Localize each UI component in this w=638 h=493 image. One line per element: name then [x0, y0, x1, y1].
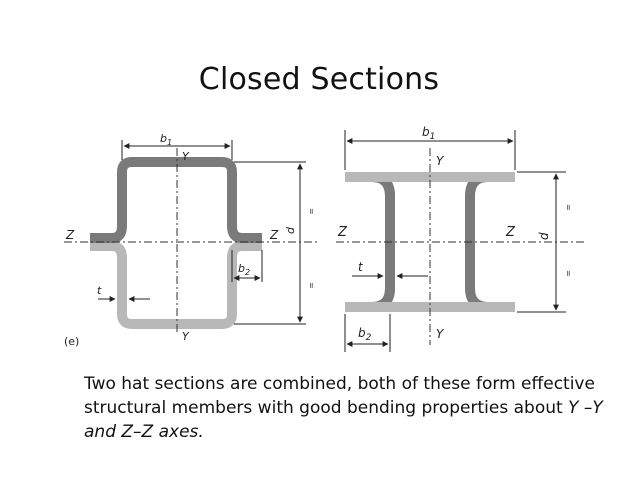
caption-body: Two hat sections are combined, both of t… — [84, 374, 595, 418]
left-t-label: t — [97, 284, 102, 297]
left-b1-label: b1 — [160, 132, 172, 147]
left-y-axis-label-bottom: Y — [182, 330, 190, 343]
right-right-channel-lower — [465, 238, 515, 312]
caption-text: Two hat sections are combined, both of t… — [84, 372, 604, 444]
caption-joiner: and — [84, 422, 122, 442]
left-y-axis-label-top: Y — [182, 150, 190, 163]
right-b1-label: b1 — [422, 125, 435, 142]
right-channel-section-figure: b1 Y Y Z Z d = = t b2 — [336, 125, 586, 352]
left-lower-hat-section — [90, 241, 262, 329]
left-d-label: d — [284, 226, 297, 234]
caption-axis-y: Y –Y — [568, 398, 603, 418]
right-z-axis-label-left: Z — [337, 225, 348, 240]
slide-title: Closed Sections — [198, 62, 440, 97]
left-z-axis-label-right: Z — [269, 228, 279, 242]
left-equal-mark-bottom: = — [307, 282, 316, 289]
right-y-axis-label-top: Y — [436, 154, 445, 168]
left-b2-label: b2 — [238, 262, 250, 277]
left-upper-hat-section — [90, 157, 262, 243]
right-t-label: t — [358, 260, 364, 274]
right-left-channel-lower — [345, 238, 395, 312]
right-d-label: d — [537, 232, 551, 240]
right-y-axis-label-bottom: Y — [436, 327, 445, 341]
left-equal-mark-top: = — [307, 208, 316, 215]
caption-axis-z: Z–Z axes. — [121, 422, 204, 442]
right-equal-mark-bottom: = — [564, 270, 573, 277]
right-left-channel-upper — [345, 172, 395, 246]
left-z-axis-label-left: Z — [65, 228, 75, 242]
right-equal-mark-top: = — [564, 204, 573, 211]
right-z-axis-label-right: Z — [505, 225, 516, 240]
left-hat-section-figure: b1 Y Y Z Z d = = b2 t (e) — [64, 132, 318, 348]
right-b2-label: b2 — [358, 326, 372, 343]
left-figure-tag: (e) — [64, 335, 79, 348]
